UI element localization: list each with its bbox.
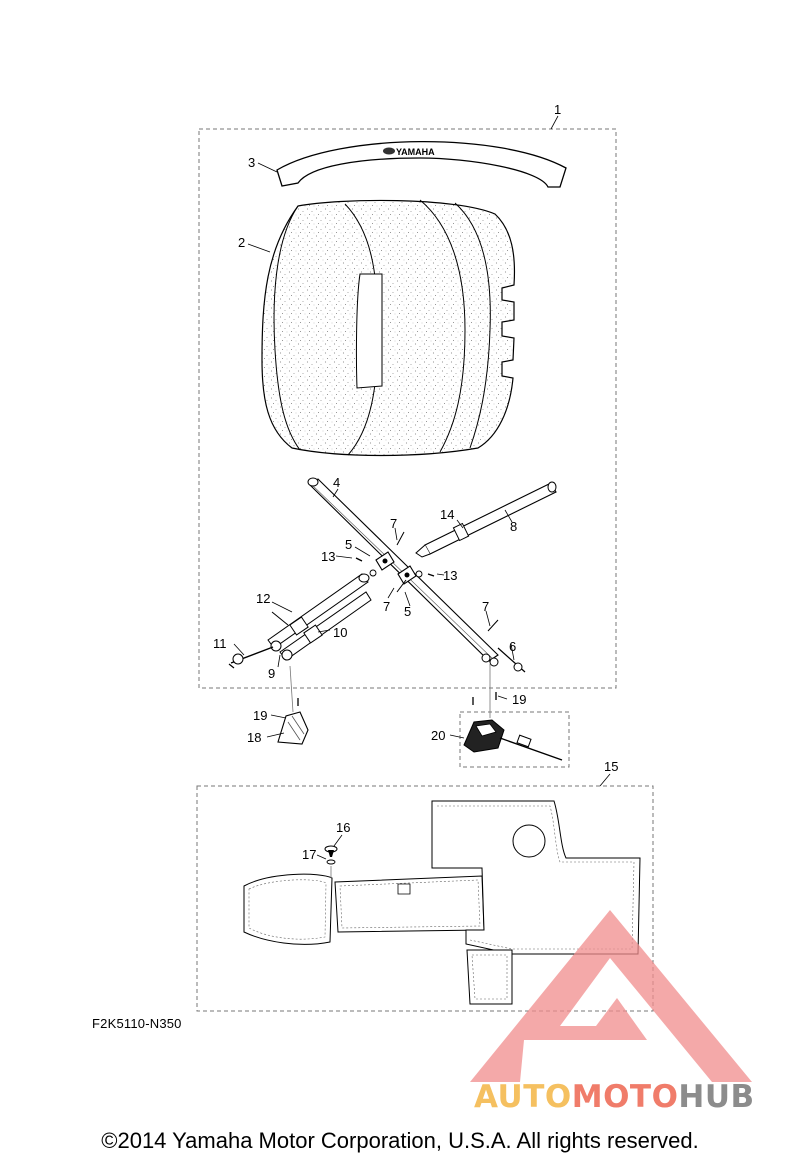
callout-3: 3 [248, 155, 255, 170]
callout-9: 9 [268, 666, 275, 681]
seat-strap-part: YAMAHA [276, 140, 567, 188]
callout-11: 11 [213, 636, 227, 651]
mat-fastener-parts-16-17 [324, 845, 338, 878]
callout-10: 10 [333, 625, 347, 640]
lock-assembly-group-box [459, 711, 570, 768]
leader-lines [233, 115, 611, 860]
lower-mat-part [466, 949, 513, 1005]
callout-13b: 13 [443, 568, 457, 583]
callout-12: 12 [256, 591, 270, 606]
callout-20: 20 [431, 728, 445, 743]
callout-2: 2 [238, 235, 245, 250]
callout-8: 8 [510, 519, 517, 534]
callout-1: 1 [554, 102, 561, 117]
callout-7c: 7 [482, 599, 489, 614]
seat-cushion-part [261, 199, 516, 457]
callout-numbers: 1 2 3 4 5 5 6 7 7 7 8 9 10 11 12 13 13 1… [213, 102, 618, 862]
seat-assembly-group-box [198, 128, 617, 689]
seat-lock-part-20 [463, 664, 563, 761]
hardware-bolts [228, 531, 526, 706]
hook-bracket-part-18 [277, 665, 309, 745]
callout-6: 6 [509, 639, 516, 654]
watermark-brand-moto: MOTO [571, 1079, 679, 1115]
rear-mat-part [431, 800, 641, 955]
callout-13a: 13 [321, 549, 335, 564]
callout-7a: 7 [390, 516, 397, 531]
copyright-notice: ©2014 Yamaha Motor Corporation, U.S.A. A… [101, 1128, 699, 1153]
callout-4: 4 [333, 475, 340, 490]
callout-7b: 7 [383, 599, 390, 614]
center-mat-part [334, 875, 485, 933]
callout-15: 15 [604, 759, 618, 774]
seat-rail-part-9 [267, 573, 372, 661]
callout-18: 18 [247, 730, 261, 745]
callout-19b: 19 [512, 692, 526, 707]
watermark-triangle-icon [470, 910, 752, 1082]
watermark-brand-hub: HUB [678, 1079, 755, 1115]
drawing-code: F2K5110-N350 [92, 1016, 182, 1031]
seat-rod-part-8 [415, 481, 557, 558]
watermark-brand: AUTOMOTOHUB [474, 1082, 755, 1113]
watermark-logo [470, 910, 752, 1082]
strap-brand-label: YAMAHA [396, 147, 435, 157]
callout-5a: 5 [345, 537, 352, 552]
watermark-brand-auto: AUTO [474, 1079, 572, 1115]
mat-group-box [196, 785, 654, 1012]
callout-14: 14 [440, 507, 454, 522]
callout-17: 17 [302, 847, 316, 862]
callout-16: 16 [336, 820, 350, 835]
callout-5b: 5 [404, 604, 411, 619]
callout-19a: 19 [253, 708, 267, 723]
center-clamps [369, 551, 423, 585]
front-mat-part [243, 873, 333, 945]
